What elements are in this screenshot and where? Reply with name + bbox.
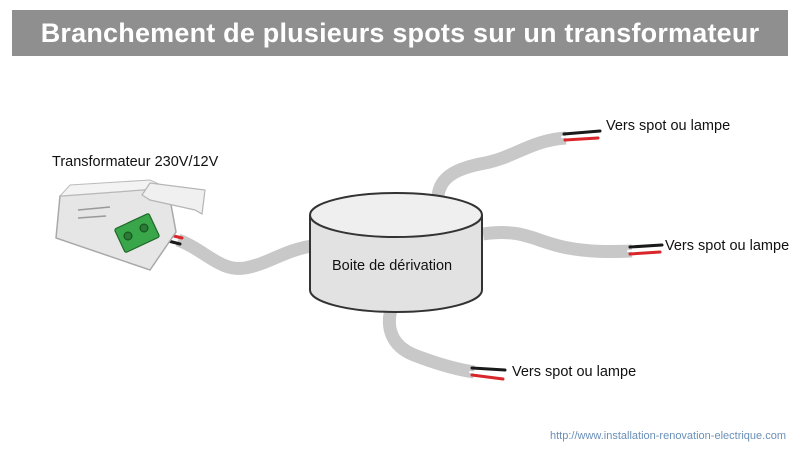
wire-ends-bottom bbox=[469, 366, 507, 381]
cable-box-to-spot-right bbox=[482, 226, 633, 259]
transformer-label: Transformateur 230V/12V bbox=[52, 154, 219, 170]
junction-box bbox=[309, 192, 483, 313]
spot-top-label: Vers spot ou lampe bbox=[606, 118, 731, 134]
wire-ends-top bbox=[561, 129, 602, 142]
diagram-title: Branchement de plusieurs spots sur un tr… bbox=[12, 10, 788, 56]
cable-box-to-spot-top bbox=[431, 131, 567, 198]
cable-box-to-spot-bottom bbox=[382, 304, 475, 379]
transformer-device bbox=[55, 179, 177, 271]
transformer-cover bbox=[141, 182, 206, 215]
wire-ends-right bbox=[627, 243, 664, 256]
junction-box-label: Boite de dérivation bbox=[332, 258, 453, 274]
spot-right-label: Vers spot ou lampe bbox=[665, 238, 790, 254]
cables bbox=[175, 131, 633, 379]
source-link[interactable]: http://www.installation-renovation-elect… bbox=[549, 430, 786, 442]
spot-bottom-label: Vers spot ou lampe bbox=[512, 364, 637, 380]
cable-transformer-to-box bbox=[175, 233, 314, 275]
